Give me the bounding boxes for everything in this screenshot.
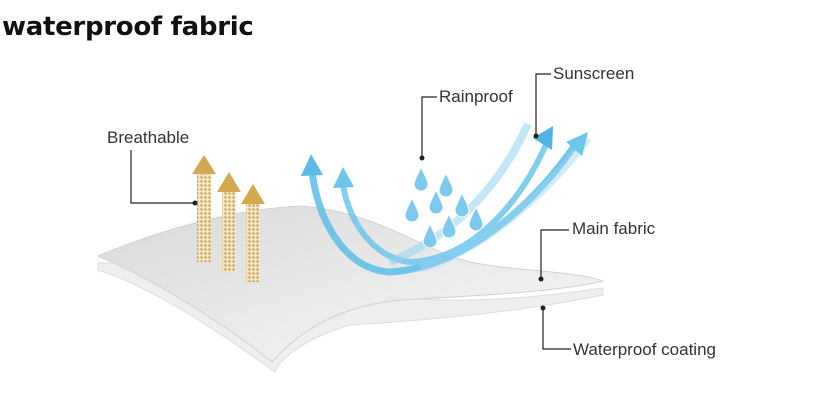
incoming-ray-1 — [388, 122, 532, 266]
leader-sunscreen-dot — [533, 133, 539, 139]
main-fabric-layer — [96, 205, 605, 363]
leader-breathable-dot — [192, 200, 198, 206]
rain-drop-icon — [441, 212, 457, 239]
main-fabric-label: Main fabric — [572, 219, 656, 238]
incoming-ray-2 — [418, 135, 592, 273]
arrowhead-right-1 — [533, 126, 553, 150]
arrowhead-right-2 — [566, 132, 588, 156]
deflect-curve-inner — [340, 138, 551, 266]
rain-drops — [404, 165, 484, 249]
sunscreen-label: Sunscreen — [553, 64, 635, 83]
sunscreen-arrows — [308, 122, 592, 276]
leader-sunscreen — [535, 73, 551, 136]
arrowhead-outer-left — [301, 154, 323, 176]
leader-breathable — [130, 150, 195, 204]
breathable-label: Breathable — [107, 128, 190, 147]
rain-drop-icon — [404, 196, 420, 223]
leader-main-fabric-dot — [538, 276, 544, 282]
breathable-arrow-1 — [192, 155, 216, 262]
leader-rainproof-dot — [419, 155, 425, 161]
leader-main-fabric — [540, 229, 569, 279]
page-title: waterproof fabric — [2, 12, 254, 42]
breathable-arrow-3 — [241, 184, 265, 282]
rain-drop-icon — [454, 191, 470, 218]
breathable-arrow-2 — [217, 172, 241, 272]
rain-drop-icon — [468, 205, 484, 232]
arrowhead-inner-left — [333, 167, 354, 188]
breathable-arrows — [192, 155, 265, 282]
rain-drop-icon — [438, 171, 454, 198]
rain-drop-icon — [413, 165, 429, 192]
leader-coating-dot — [540, 305, 546, 311]
leader-lines — [130, 73, 571, 350]
leader-rainproof — [421, 96, 437, 158]
rain-drop-icon — [422, 222, 438, 249]
deflect-curve-outer — [308, 143, 578, 276]
rainproof-label: Rainproof — [439, 87, 513, 106]
waterproof-coating-label: Waterproof coating — [573, 340, 716, 359]
rain-drop-icon — [428, 188, 444, 215]
leader-coating — [542, 308, 571, 350]
